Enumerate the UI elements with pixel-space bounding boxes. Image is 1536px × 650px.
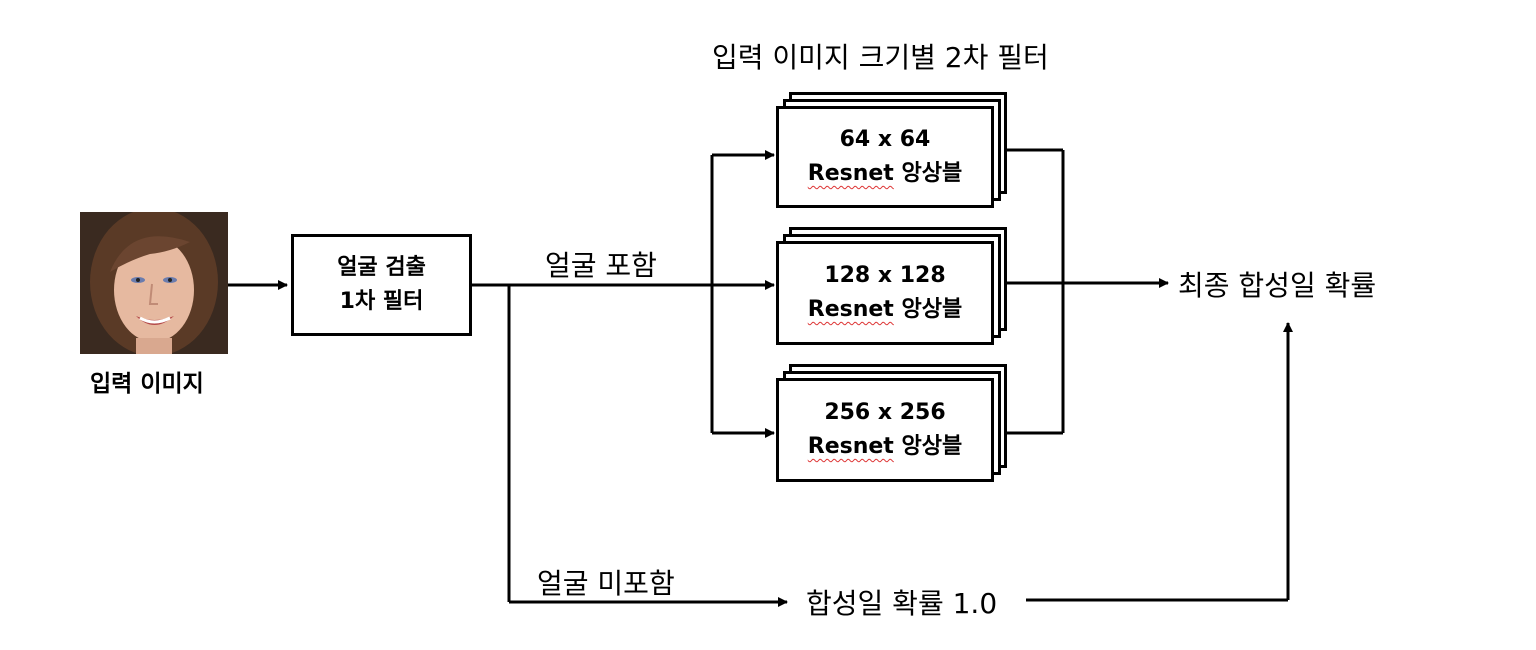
edge-label-face-included: 얼굴 포함: [545, 249, 657, 282]
input-face-image: [80, 212, 228, 354]
ensemble-128-box: 128 x 128 Resnet 앙상블: [776, 241, 994, 345]
ensemble-64-label: Resnet 앙상블: [808, 157, 962, 191]
first-filter-line1: 얼굴 검출: [337, 255, 426, 280]
ensemble-256-box: 256 x 256 Resnet 앙상블: [776, 378, 994, 482]
edge-label-face-not-included: 얼굴 미포함: [537, 567, 675, 600]
ensemble-256-suffix: 앙상블: [901, 434, 963, 459]
ensemble-128-model: Resnet: [807, 297, 894, 322]
ensemble-128-label: Resnet 앙상블: [808, 293, 962, 327]
ensemble-64-box: 64 x 64 Resnet 앙상블: [776, 106, 994, 208]
first-filter-line2: 1차 필터: [339, 289, 424, 314]
first-filter-box: 얼굴 검출 1차 필터: [291, 234, 472, 336]
ensemble-256-size: 256 x 256: [824, 400, 946, 425]
ensemble-128-size: 128 x 128: [824, 263, 946, 288]
ensemble-64-suffix: 앙상블: [901, 161, 963, 186]
ensemble-256-label: Resnet 앙상블: [808, 430, 962, 464]
second-stage-title: 입력 이미지 크기별 2차 필터: [712, 41, 1049, 74]
ensemble-64-size: 64 x 64: [839, 127, 931, 152]
ensemble-128-suffix: 앙상블: [901, 297, 963, 322]
input-image-caption: 입력 이미지: [90, 371, 204, 397]
final-output-label: 최종 합성일 확률: [1178, 269, 1377, 302]
ensemble-64-model: Resnet: [807, 161, 894, 186]
no-face-probability: 합성일 확률 1.0: [806, 587, 998, 620]
ensemble-256-model: Resnet: [807, 434, 894, 459]
